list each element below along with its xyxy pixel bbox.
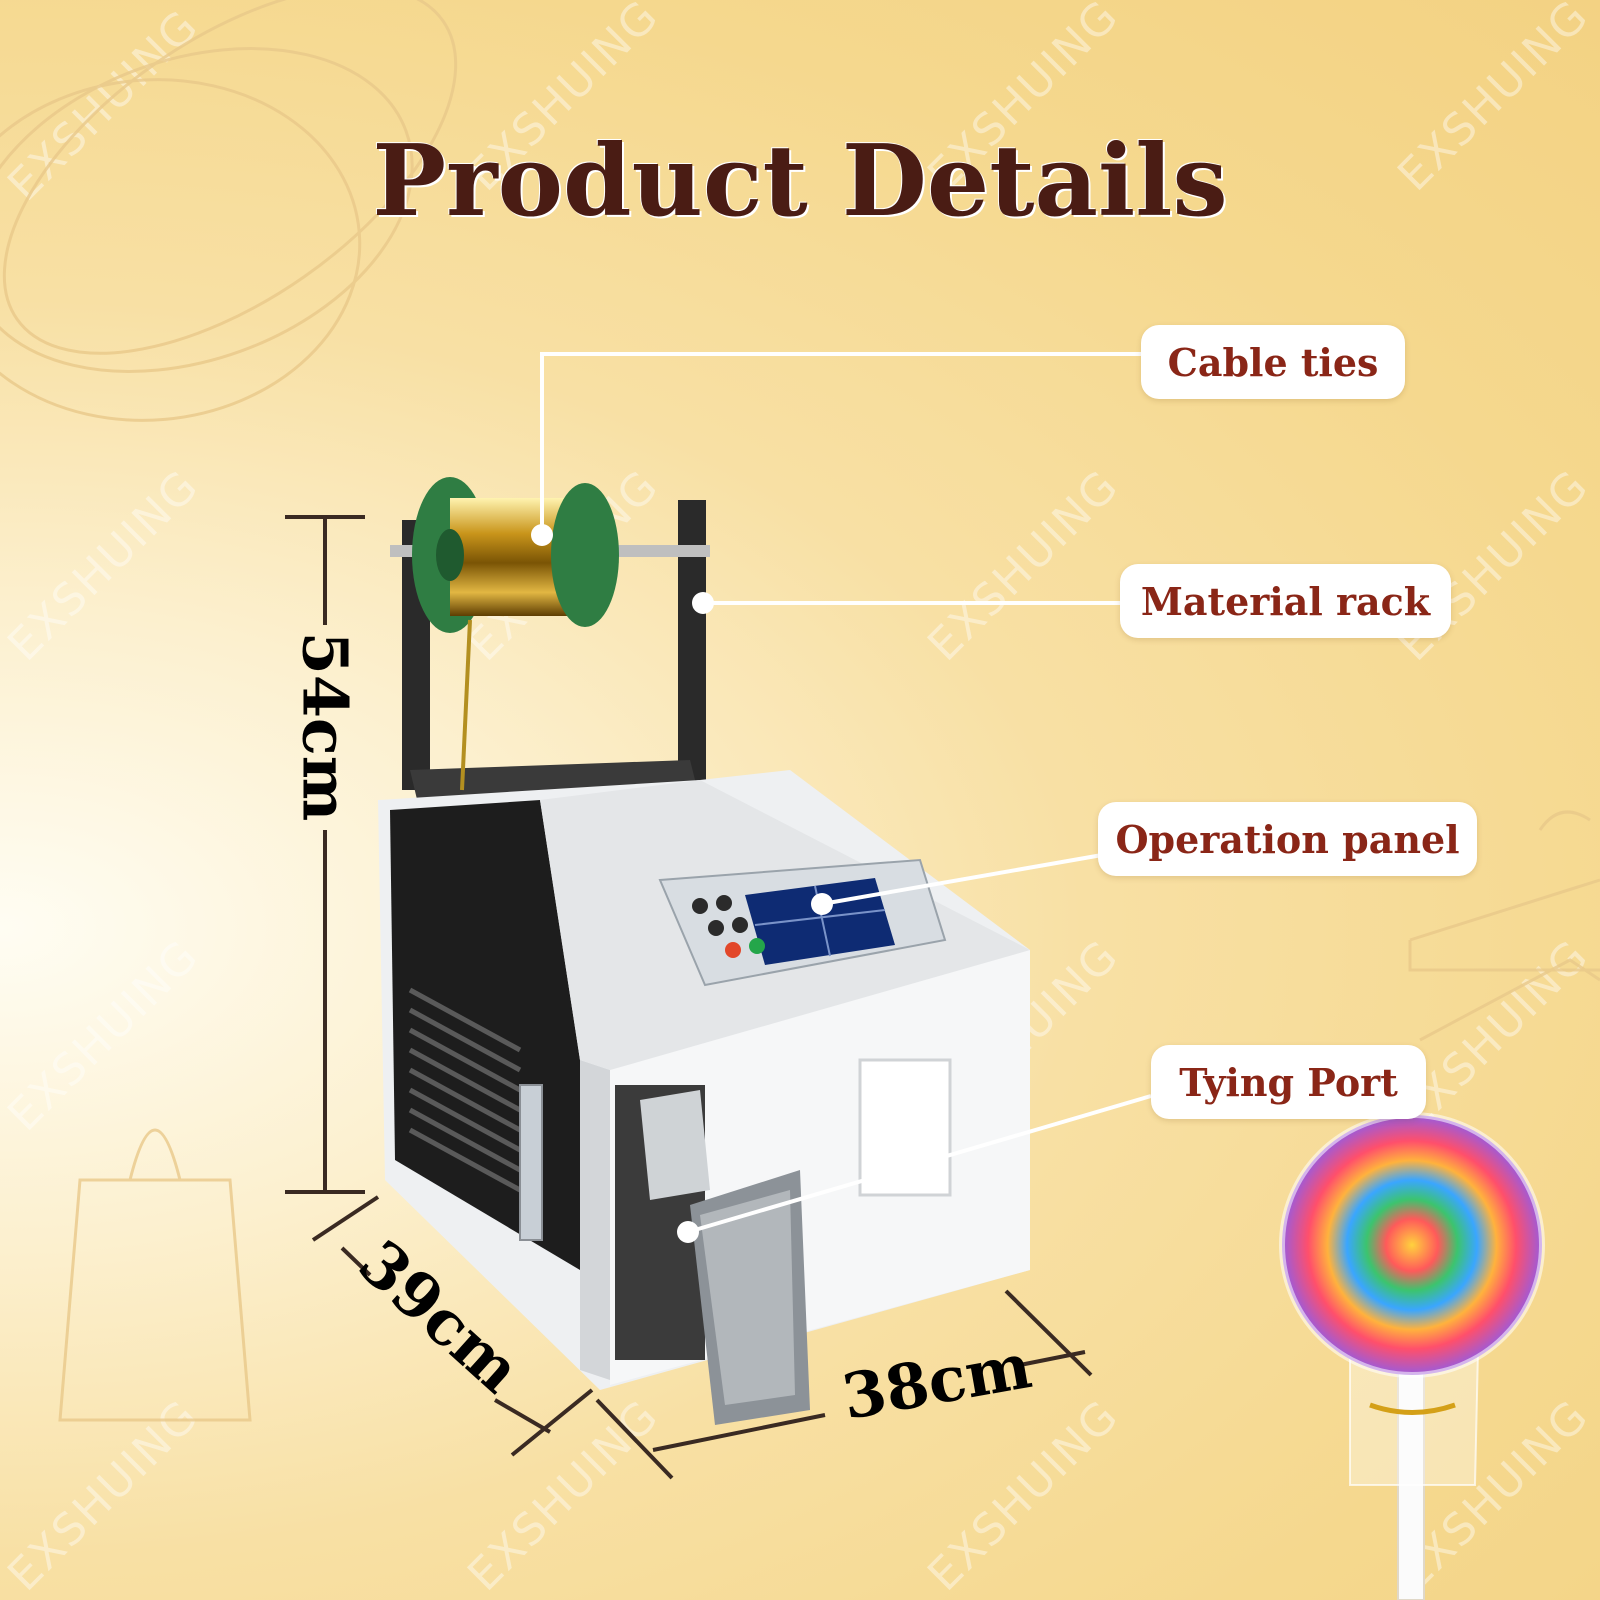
lollipop-illustration: [1279, 1112, 1545, 1600]
callout-dots: [531, 524, 833, 1243]
page-title: Product Details: [372, 123, 1228, 239]
tying-port-label-text: Tying Port: [1179, 1059, 1398, 1105]
machine-body: [378, 770, 1030, 1390]
cable-ties-label: Cable ties: [1141, 325, 1405, 399]
tying-port-label: Tying Port: [1151, 1045, 1426, 1119]
dimension-lines: [285, 515, 1093, 1480]
cable-tie-spool: [412, 477, 619, 791]
cable-ties-label-text: Cable ties: [1167, 339, 1379, 385]
callout-lines: [540, 352, 1152, 1234]
operation-panel-label-text: Operation panel: [1115, 816, 1460, 862]
tying-port: [615, 1085, 810, 1425]
operation-panel-label: Operation panel: [1098, 802, 1477, 876]
material-rack-label-text: Material rack: [1140, 578, 1431, 624]
material-rack-label: Material rack: [1120, 564, 1451, 638]
height-dimension-label: 54cm: [288, 631, 362, 822]
